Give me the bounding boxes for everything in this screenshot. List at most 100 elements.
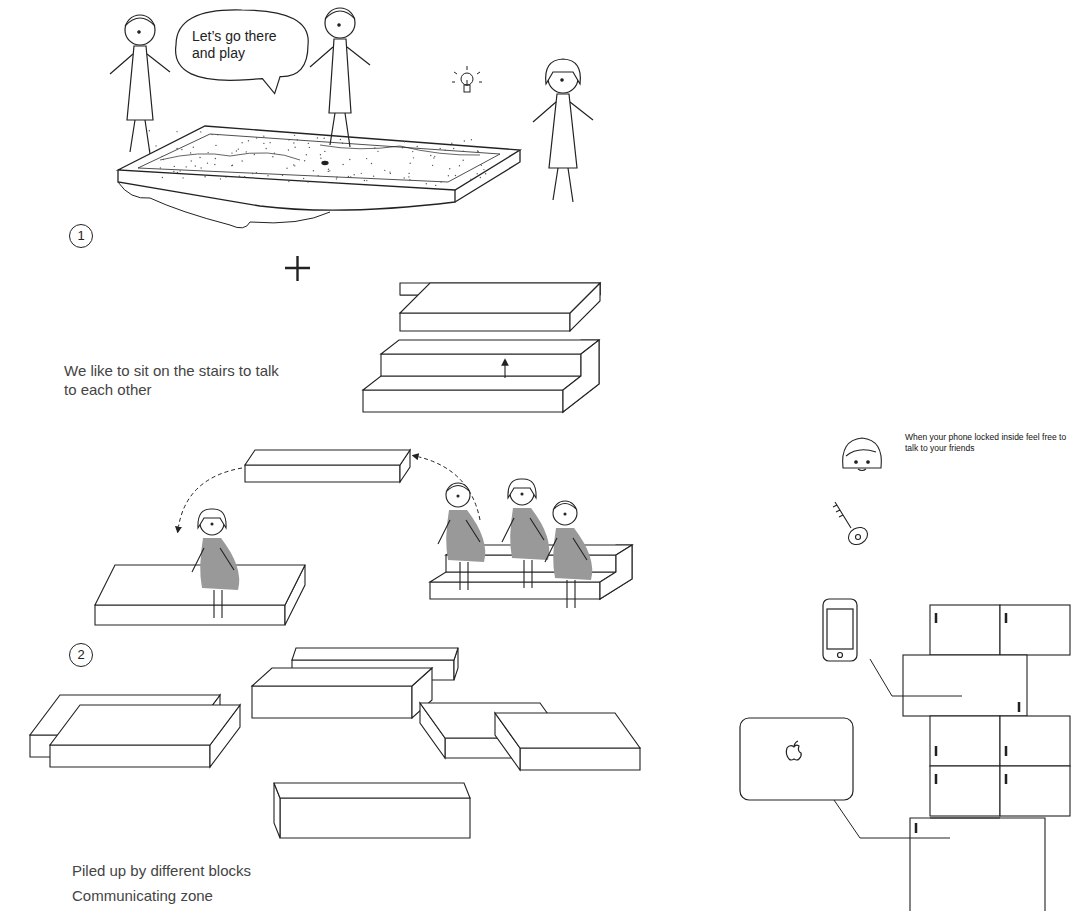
block bbox=[50, 705, 240, 767]
sand-dot bbox=[326, 182, 327, 183]
step-number: 1 bbox=[69, 224, 93, 248]
sand-dot bbox=[241, 160, 242, 161]
sand-dot bbox=[453, 148, 454, 149]
sand-dot bbox=[434, 156, 435, 157]
sand-dot bbox=[451, 142, 452, 143]
sand-dot bbox=[244, 176, 245, 177]
sand-dot bbox=[481, 165, 482, 166]
sand-dot bbox=[288, 149, 289, 150]
sand-dot bbox=[211, 134, 212, 135]
sand-dot bbox=[162, 177, 163, 178]
sand-dot bbox=[476, 173, 477, 174]
sand-dot bbox=[426, 183, 427, 184]
child-figure bbox=[110, 15, 170, 154]
lockers bbox=[903, 605, 1070, 911]
sand-dot bbox=[161, 156, 162, 157]
sand-dot bbox=[173, 171, 174, 172]
sand-dot bbox=[361, 173, 362, 174]
sand-dot bbox=[246, 151, 247, 152]
sand-dot bbox=[430, 155, 431, 156]
sand-dot bbox=[288, 181, 289, 182]
plus-sign bbox=[285, 256, 310, 281]
sand-dot bbox=[199, 157, 200, 158]
sand-dot bbox=[231, 152, 232, 153]
sand-dot bbox=[294, 147, 295, 148]
sand-dot bbox=[324, 151, 325, 152]
sand-dot bbox=[306, 154, 307, 155]
phone-icon bbox=[823, 599, 857, 661]
sand-dot bbox=[364, 180, 365, 181]
sand-dot bbox=[408, 176, 409, 177]
sand-dot bbox=[404, 141, 405, 142]
seated-child bbox=[545, 501, 592, 608]
sand-dot bbox=[417, 146, 418, 147]
sand-dot bbox=[176, 148, 177, 149]
sand-dot bbox=[238, 148, 239, 149]
sand-dot bbox=[186, 166, 187, 167]
sand-dot bbox=[449, 168, 450, 169]
lift-arrow bbox=[504, 362, 505, 378]
sand-dot bbox=[408, 173, 409, 174]
sand-dot bbox=[403, 177, 404, 178]
sand-dot bbox=[328, 169, 329, 170]
sand-dot bbox=[308, 143, 309, 144]
sand-dot bbox=[215, 158, 216, 159]
sand-dot bbox=[320, 154, 321, 155]
sand-dot bbox=[439, 148, 440, 149]
sand-dot bbox=[179, 170, 180, 171]
sand-dot bbox=[288, 139, 289, 140]
sand-dot bbox=[377, 151, 378, 152]
sand-dot bbox=[478, 151, 479, 152]
sand-dot bbox=[336, 176, 337, 177]
sand-dot bbox=[470, 179, 471, 180]
sand-dot bbox=[231, 165, 232, 166]
sand-dot bbox=[349, 159, 350, 160]
sand-dot bbox=[366, 180, 367, 181]
sand-dot bbox=[236, 150, 237, 151]
sand-dot bbox=[149, 130, 150, 131]
seated-child bbox=[192, 509, 239, 618]
sand-dot bbox=[200, 131, 201, 132]
note-text: When your phone locked inside feel free … bbox=[905, 432, 1070, 453]
move-arcs bbox=[178, 456, 480, 530]
sand-dot bbox=[412, 151, 413, 152]
seated-child bbox=[438, 483, 485, 590]
sand-dot bbox=[232, 165, 233, 166]
sand-dot bbox=[155, 145, 156, 146]
sand-dot bbox=[272, 156, 273, 157]
figures bbox=[110, 8, 593, 202]
sand-dot bbox=[214, 164, 215, 165]
sand-dot bbox=[336, 178, 337, 179]
sand-dot bbox=[294, 135, 295, 136]
sand-dot bbox=[433, 157, 434, 158]
speech-bubble: Let’s go there and play bbox=[174, 10, 310, 80]
sand-dot bbox=[435, 185, 436, 186]
sand-dot bbox=[413, 157, 414, 158]
sand-dot bbox=[248, 140, 249, 141]
sand-dot bbox=[342, 164, 343, 165]
sand-dot bbox=[254, 154, 255, 155]
seated-child bbox=[502, 479, 549, 588]
sand-dot bbox=[193, 147, 194, 148]
sand-texture bbox=[149, 130, 487, 186]
sand-dot bbox=[320, 157, 321, 158]
speech-text: Let’s go there and play bbox=[192, 28, 292, 62]
callout-number: 2 bbox=[77, 647, 84, 663]
sand-dot bbox=[480, 177, 481, 178]
sand-dot bbox=[448, 175, 449, 176]
sand-dot bbox=[350, 176, 351, 177]
sand-dot bbox=[307, 181, 308, 182]
sand-dot bbox=[329, 170, 330, 171]
step-number: 2 bbox=[69, 643, 93, 667]
leader-lines bbox=[834, 659, 962, 838]
sand-dot bbox=[317, 137, 318, 138]
sand-dot bbox=[303, 178, 304, 179]
sand-dot bbox=[293, 142, 294, 143]
sand-dot bbox=[297, 139, 298, 140]
sand-dot bbox=[323, 137, 324, 138]
sand-dot bbox=[485, 173, 486, 174]
sand-dot bbox=[463, 150, 464, 151]
key-icon bbox=[833, 502, 871, 548]
sand-dot bbox=[177, 172, 178, 173]
